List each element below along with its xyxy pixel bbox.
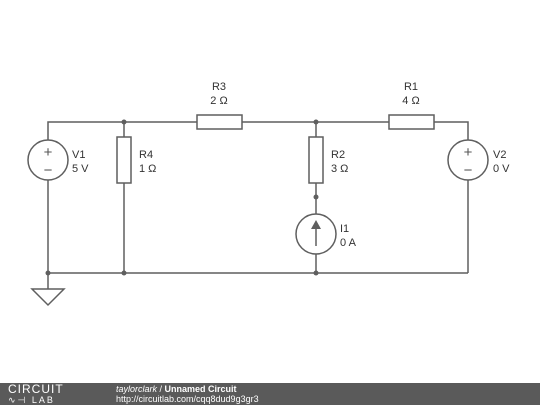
- r4-label: R4: [139, 149, 153, 161]
- logo-resistor-icon: ∿⊣: [8, 395, 28, 405]
- r1-value: 4 Ω: [402, 95, 419, 107]
- i1-arrow-head-icon: [311, 220, 321, 229]
- credit-separator: /: [157, 384, 165, 394]
- r4-resistor[interactable]: R4 1 Ω: [116, 136, 156, 184]
- junction-node: [313, 119, 319, 125]
- top-wire-right: [434, 121, 469, 140]
- v2-symbol: [447, 139, 489, 181]
- junction-node: [45, 270, 51, 276]
- footer-bar: CIRCUIT ∿⊣ LAB taylorclark / Unnamed Cir…: [0, 383, 540, 405]
- top-wire-left: [47, 121, 197, 140]
- v2-label: V2: [493, 149, 506, 161]
- ground-symbol: [30, 288, 66, 307]
- junction-node: [313, 194, 319, 200]
- r3-value: 2 Ω: [210, 95, 227, 107]
- r1-label: R1: [404, 81, 418, 93]
- circuit-title[interactable]: Unnamed Circuit: [164, 384, 237, 394]
- r2-value: 3 Ω: [331, 163, 348, 175]
- v2-minus-sign: −: [464, 162, 473, 179]
- v2-plus-sign: +: [464, 144, 473, 161]
- ground-triangle: [30, 288, 66, 307]
- v1-value: 5 V: [72, 163, 89, 175]
- v1-plus-sign: +: [44, 144, 53, 161]
- r2-symbol: [308, 136, 324, 184]
- i1-current-source[interactable]: I1 0 A: [295, 213, 357, 255]
- circuit-schematic: + − V1 5 V + − V2 0 V R3 2 Ω R1 4 Ω R4 1…: [27, 81, 510, 307]
- v1-symbol: [27, 139, 69, 181]
- v2-value: 0 V: [493, 163, 510, 175]
- circuit-credit: taylorclark / Unnamed Circuit: [116, 384, 259, 394]
- circuitlab-logo: CIRCUIT ∿⊣ LAB: [8, 383, 100, 405]
- footer-info: taylorclark / Unnamed Circuit http://cir…: [116, 384, 259, 404]
- junction-node: [121, 270, 127, 276]
- r1-resistor[interactable]: R1 4 Ω: [388, 81, 435, 130]
- circuit-url-link[interactable]: http://circuitlab.com/cqq8dud9g3gr3: [116, 394, 259, 404]
- logo-lab-text: LAB: [31, 395, 55, 405]
- r4-symbol: [116, 136, 132, 184]
- junction-node: [313, 270, 319, 276]
- v1-source[interactable]: + − V1 5 V: [27, 139, 89, 181]
- r4-value: 1 Ω: [139, 163, 156, 175]
- logo-text-top: CIRCUIT: [8, 382, 64, 396]
- schematic-canvas: + − V1 5 V + − V2 0 V R3 2 Ω R1 4 Ω R4 1…: [27, 81, 510, 307]
- r2-label: R2: [331, 149, 345, 161]
- junction-dots: [45, 119, 319, 276]
- v2-source[interactable]: + − V2 0 V: [447, 139, 510, 181]
- v1-minus-sign: −: [44, 162, 53, 179]
- circuit-url[interactable]: http://circuitlab.com/cqq8dud9g3gr3: [116, 394, 259, 404]
- i1-label: I1: [340, 223, 349, 235]
- junction-node: [121, 119, 127, 125]
- author-link[interactable]: taylorclark: [116, 384, 158, 394]
- r3-symbol: [196, 114, 243, 130]
- wires: [47, 121, 469, 289]
- r2-resistor[interactable]: R2 3 Ω: [308, 136, 348, 184]
- r3-label: R3: [212, 81, 226, 93]
- r1-symbol: [388, 114, 435, 130]
- v1-label: V1: [72, 149, 85, 161]
- logo-text-bottom: ∿⊣ LAB: [8, 395, 55, 405]
- r3-resistor[interactable]: R3 2 Ω: [196, 81, 243, 130]
- i1-value: 0 A: [340, 237, 357, 249]
